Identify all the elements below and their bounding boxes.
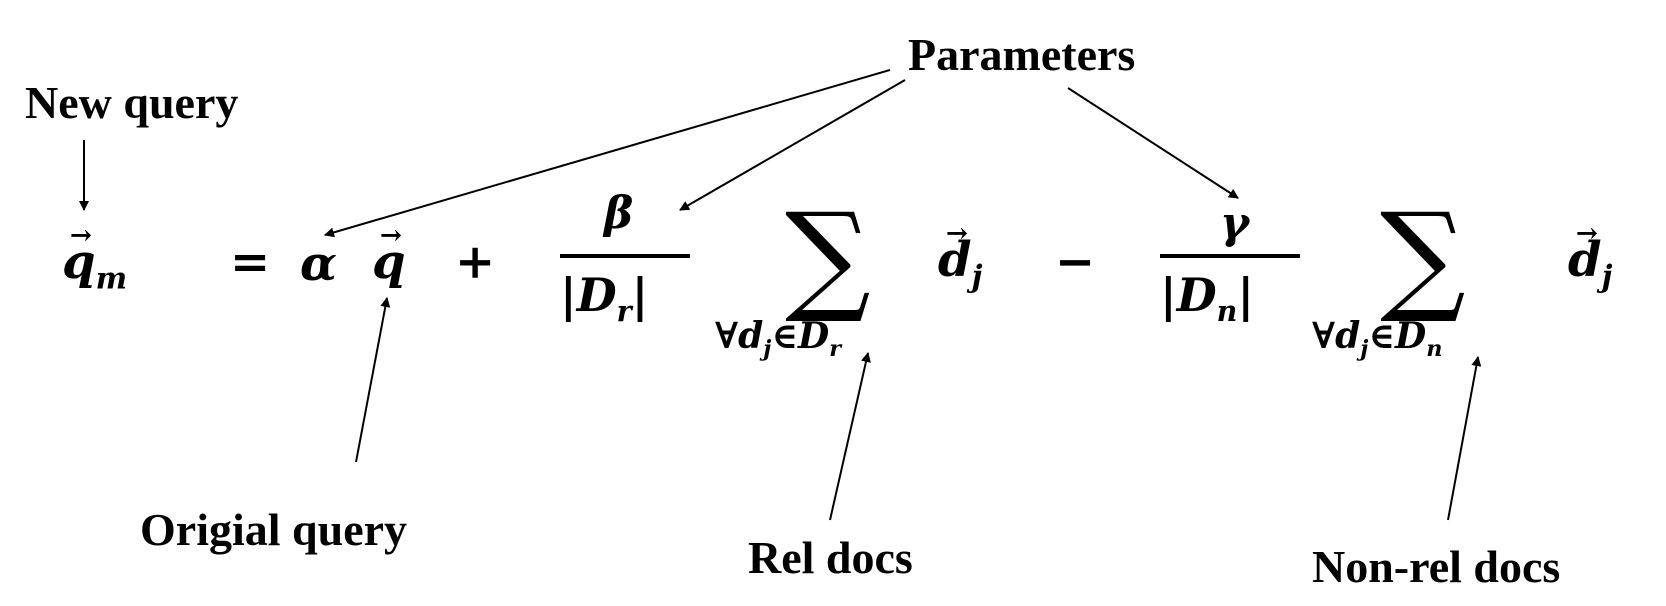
arrow-original-query [355,297,391,463]
sum-nonrel-j: j [1360,335,1369,362]
arrow-nonrel-docs [1447,356,1482,521]
dj-nonrel-subscript: j [1601,259,1613,295]
dn-close-bar: | [1237,268,1255,322]
sum-nonrel-forall: ∀d [1312,315,1361,357]
term-q: q [372,238,406,286]
minus-sign: − [1055,234,1096,290]
equals-sign: = [230,234,271,290]
fraction-bar-gamma [1160,254,1300,258]
term-q-m: qm [62,238,127,294]
term-dj-nonrelevant: dj [1568,236,1612,292]
sum-rel-set: r [829,335,841,362]
arrow-param-beta [679,79,906,211]
sum-rel-in: ∈D [771,315,830,357]
sum-range-nonrelevant: ∀dj∈Dn [1312,318,1442,360]
q-m-symbol: q [62,238,96,286]
alpha-symbol: α [300,236,337,292]
fraction-bar-beta [560,254,690,258]
denominator-dn: |Dn| [1160,272,1254,325]
sigma-relevant: ∑ [785,188,871,327]
label-rel-docs: Rel docs [748,532,913,583]
term-dj-relevant: dj [938,236,982,292]
beta-symbol: β [604,188,634,239]
sum-range-relevant: ∀dj∈Dr [715,318,841,360]
dn-symbol: |D [1160,268,1217,322]
dr-close-bar: | [631,268,649,322]
dj-rel-subscript: j [971,259,983,295]
dr-symbol: |D [560,268,617,322]
dr-subscript: r [616,293,632,328]
dj-rel-symbol: d [938,236,972,284]
label-parameters: Parameters [908,29,1136,80]
arrow-rel-docs [829,352,871,521]
plus-sign: + [455,234,496,290]
label-original-query: Origial query [140,504,408,555]
arrow-param-alpha [324,69,891,238]
sum-nonrel-in: ∈D [1368,315,1427,357]
label-nonrel-docs: Non-rel docs [1312,541,1561,592]
sum-rel-j: j [763,335,772,362]
sum-nonrel-set: n [1426,335,1443,362]
q-symbol: q [372,238,406,286]
gamma-symbol: γ [1220,198,1250,249]
dj-nonrel-symbol: d [1568,236,1602,284]
sigma-nonrelevant: ∑ [1380,188,1466,327]
arrow-param-gamma [1067,87,1239,199]
q-m-subscript: m [95,261,128,297]
sum-rel-forall: ∀d [715,315,764,357]
label-new-query: New query [25,77,239,128]
dn-subscript: n [1216,293,1238,328]
denominator-dr: |Dr| [560,272,648,325]
